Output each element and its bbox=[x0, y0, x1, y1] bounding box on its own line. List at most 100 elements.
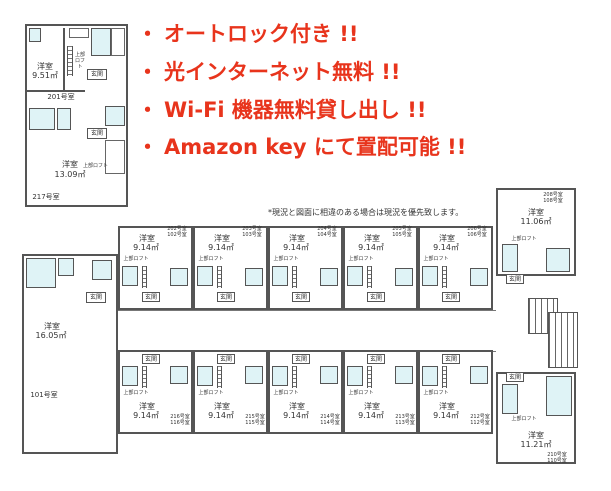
entrance-label: 玄関 bbox=[506, 372, 524, 382]
floor-divider bbox=[25, 90, 85, 92]
room-label: 洋室 bbox=[214, 402, 230, 411]
toilet bbox=[395, 366, 413, 384]
toilet bbox=[170, 268, 188, 286]
partition bbox=[63, 28, 65, 90]
kitchen-counter bbox=[69, 28, 89, 38]
feature-item: ・オートロック付き !! bbox=[137, 22, 359, 46]
entrance-label: 玄関 bbox=[506, 274, 524, 284]
loft-ladder bbox=[292, 366, 297, 388]
unit-number: 203号室 103号室 bbox=[242, 226, 262, 238]
bathroom bbox=[502, 384, 518, 414]
loft-label: 上部ロフト bbox=[423, 256, 449, 262]
room-label: 洋室 bbox=[439, 234, 455, 243]
entrance-label: 玄関 bbox=[442, 292, 460, 302]
bathroom bbox=[122, 366, 138, 386]
entrance-label: 玄関 bbox=[217, 354, 235, 364]
bathroom bbox=[502, 244, 518, 272]
entrance-label: 玄関 bbox=[367, 354, 385, 364]
closet bbox=[105, 140, 125, 174]
toilet bbox=[170, 366, 188, 384]
bathroom bbox=[422, 266, 438, 286]
sink bbox=[29, 28, 41, 42]
bathroom bbox=[26, 258, 56, 288]
unit-217-label: 217号室 bbox=[32, 193, 60, 201]
loft-label: 上部ロフト bbox=[75, 52, 86, 70]
loft-ladder bbox=[217, 366, 222, 388]
toilet bbox=[320, 366, 338, 384]
entrance-label: 玄関 bbox=[217, 292, 235, 302]
unit-201-label: 201号室 bbox=[47, 93, 75, 101]
room-label: 洋室 bbox=[139, 402, 155, 411]
bathroom bbox=[197, 266, 213, 286]
toilet bbox=[470, 268, 488, 286]
room2-area: 13.09㎡ bbox=[54, 170, 86, 179]
loft-ladder bbox=[142, 366, 147, 388]
unit-number: 210号室 110号室 bbox=[547, 452, 567, 464]
corridor bbox=[118, 310, 496, 352]
toilet bbox=[546, 248, 570, 272]
room-area: 9.14㎡ bbox=[208, 243, 234, 252]
room-label: 洋室 bbox=[214, 234, 230, 243]
loft-label: 上部ロフト bbox=[511, 236, 537, 242]
room-area: 9.14㎡ bbox=[433, 411, 459, 420]
loft-label: 上部ロフト bbox=[123, 256, 149, 262]
feature-item: ・Amazon key にて置配可能 !! bbox=[137, 135, 467, 159]
entrance-label: 玄関 bbox=[292, 292, 310, 302]
unit-outline bbox=[268, 350, 343, 434]
room-area: 11.21㎡ bbox=[520, 440, 552, 449]
room-area: 9.14㎡ bbox=[133, 243, 159, 252]
room-area: 9.14㎡ bbox=[358, 411, 384, 420]
loft-label: 上部ロフト bbox=[83, 163, 109, 169]
room-label: 洋室 bbox=[139, 234, 155, 243]
loft-label: 上部ロフト bbox=[348, 390, 374, 396]
bathroom bbox=[347, 366, 363, 386]
toilet bbox=[546, 376, 572, 416]
entrance-label: 玄関 bbox=[367, 292, 385, 302]
room2-label: 洋室 bbox=[62, 160, 78, 169]
loft-label: 上部ロフト bbox=[423, 390, 449, 396]
room-label: 洋室 bbox=[289, 402, 305, 411]
loft-label: 上部ロフト bbox=[348, 256, 374, 262]
unit-number: 202号室 102号室 bbox=[167, 226, 187, 238]
loft-label: 上部ロフト bbox=[511, 416, 537, 422]
disclaimer-note: *現況と図面に相違のある場合は現況を優先致します。 bbox=[268, 208, 464, 217]
loft-ladder bbox=[367, 266, 372, 288]
loft-ladder bbox=[442, 266, 447, 288]
room-area: 9.14㎡ bbox=[208, 411, 234, 420]
unit-outline bbox=[343, 350, 418, 434]
loft-label: 上部ロフト bbox=[123, 390, 149, 396]
entrance-label: 玄関 bbox=[142, 292, 160, 302]
room-label: 洋室 bbox=[528, 208, 544, 217]
room1-label: 洋室 bbox=[37, 62, 53, 71]
toilet bbox=[111, 28, 125, 56]
unit-number: 215号室 115号室 bbox=[245, 414, 265, 426]
toilet bbox=[92, 260, 112, 280]
entrance-label: 玄関 bbox=[87, 128, 107, 139]
room-area: 9.14㎡ bbox=[358, 243, 384, 252]
loft-label: 上部ロフト bbox=[198, 256, 224, 262]
bathroom bbox=[272, 266, 288, 286]
toilet bbox=[245, 268, 263, 286]
room-label: 洋室 bbox=[364, 234, 380, 243]
room-area: 9.14㎡ bbox=[283, 243, 309, 252]
bathroom bbox=[272, 366, 288, 386]
room-area: 11.06㎡ bbox=[520, 217, 552, 226]
loft-ladder bbox=[442, 366, 447, 388]
unit-number: 214号室 114号室 bbox=[320, 414, 340, 426]
unit-outline bbox=[118, 350, 193, 434]
entrance-label: 玄関 bbox=[87, 69, 107, 80]
toilet bbox=[320, 268, 338, 286]
room-label: 洋室 bbox=[289, 234, 305, 243]
toilet bbox=[470, 366, 488, 384]
entrance-label: 玄関 bbox=[292, 354, 310, 364]
sink bbox=[58, 258, 74, 276]
bathroom bbox=[29, 108, 55, 130]
loft-label: 上部ロフト bbox=[273, 390, 299, 396]
